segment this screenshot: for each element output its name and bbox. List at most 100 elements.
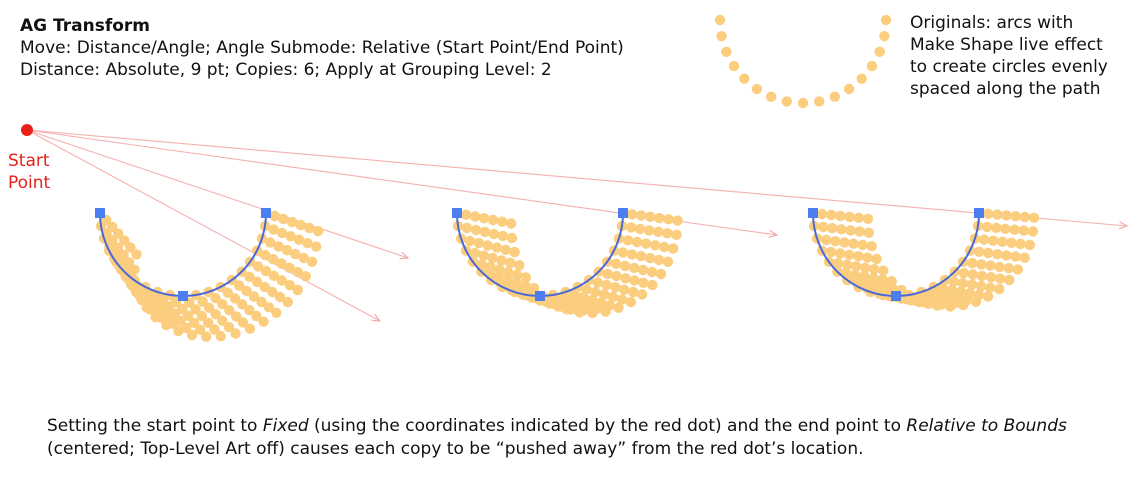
dot — [196, 310, 208, 322]
dot — [610, 258, 622, 269]
dot — [505, 257, 516, 269]
dot — [469, 211, 481, 222]
dot — [946, 284, 957, 296]
dot — [836, 224, 847, 235]
dot — [1000, 223, 1011, 234]
dot — [825, 246, 837, 258]
dot — [599, 289, 610, 300]
note-line-3: to create circles evenly — [910, 57, 1108, 77]
dot — [604, 300, 615, 311]
dot — [721, 46, 732, 57]
dot — [640, 238, 652, 249]
dot — [248, 291, 260, 302]
dot — [590, 286, 601, 298]
dot — [975, 280, 987, 292]
dot — [1012, 264, 1023, 275]
dot — [304, 222, 315, 234]
dot — [487, 252, 498, 264]
anchor-handle — [974, 208, 984, 218]
dot — [880, 14, 892, 26]
dot — [844, 211, 855, 223]
dot — [869, 264, 880, 275]
dot — [622, 235, 634, 246]
dot — [509, 246, 520, 258]
dot — [234, 280, 245, 291]
dot-copies — [94, 207, 1040, 342]
dot — [625, 222, 637, 233]
dot — [866, 241, 877, 252]
dot — [967, 269, 979, 280]
dot — [830, 236, 841, 247]
dot — [267, 286, 278, 298]
dot — [619, 284, 630, 295]
dot — [662, 228, 673, 239]
dot — [258, 316, 269, 327]
dot — [1010, 251, 1021, 262]
dot — [285, 231, 296, 242]
dot — [260, 265, 272, 277]
dot — [201, 331, 212, 342]
anchor-handles — [95, 208, 984, 301]
dot — [982, 291, 994, 302]
dot — [237, 317, 249, 328]
dot — [636, 289, 648, 300]
dot — [843, 83, 855, 95]
dot — [470, 224, 482, 236]
start-point-dot — [21, 124, 33, 136]
dot — [182, 310, 194, 321]
dot — [818, 221, 829, 233]
dot — [644, 225, 655, 236]
dot — [626, 249, 638, 260]
dot — [781, 96, 792, 107]
dot — [520, 272, 531, 283]
dot — [635, 251, 647, 262]
dot — [607, 291, 619, 303]
dot — [292, 284, 303, 296]
dot — [653, 226, 664, 237]
dot — [224, 305, 235, 316]
dot — [863, 227, 874, 238]
dot — [853, 212, 864, 223]
dot — [181, 322, 192, 333]
anchor-handle — [261, 208, 271, 218]
originals-note: Originals: arcs with Make Shape live eff… — [910, 12, 1108, 100]
dot — [252, 261, 264, 272]
dot — [985, 272, 997, 283]
caption-italic-fixed: Fixed — [262, 416, 309, 436]
dot — [978, 234, 990, 245]
dot — [871, 253, 882, 265]
dot — [298, 252, 309, 264]
dot — [649, 240, 661, 251]
dot — [995, 273, 1006, 284]
dot — [992, 209, 1003, 220]
dot — [992, 249, 1003, 260]
dot — [502, 267, 514, 278]
dot — [619, 260, 631, 272]
dot — [497, 230, 509, 242]
dot — [985, 260, 996, 271]
dot — [967, 257, 978, 269]
dot — [988, 235, 999, 246]
dot — [850, 261, 862, 272]
dot — [244, 271, 255, 282]
dot — [879, 31, 890, 42]
dot — [194, 324, 206, 335]
dot — [1001, 250, 1012, 261]
dot — [1015, 238, 1026, 250]
dot — [1001, 210, 1012, 221]
dot — [866, 60, 878, 72]
dot — [514, 260, 525, 271]
dot — [983, 208, 994, 219]
dot — [613, 302, 624, 313]
dot — [973, 246, 985, 257]
dot — [259, 281, 270, 293]
dot — [994, 283, 1005, 295]
start-label-line-2: Point — [8, 173, 51, 193]
dot — [479, 226, 491, 238]
dot — [862, 252, 873, 263]
dot — [1024, 239, 1036, 251]
dot — [601, 279, 612, 291]
dot — [586, 294, 598, 306]
dot — [223, 321, 235, 333]
anchor-handle — [808, 208, 818, 218]
